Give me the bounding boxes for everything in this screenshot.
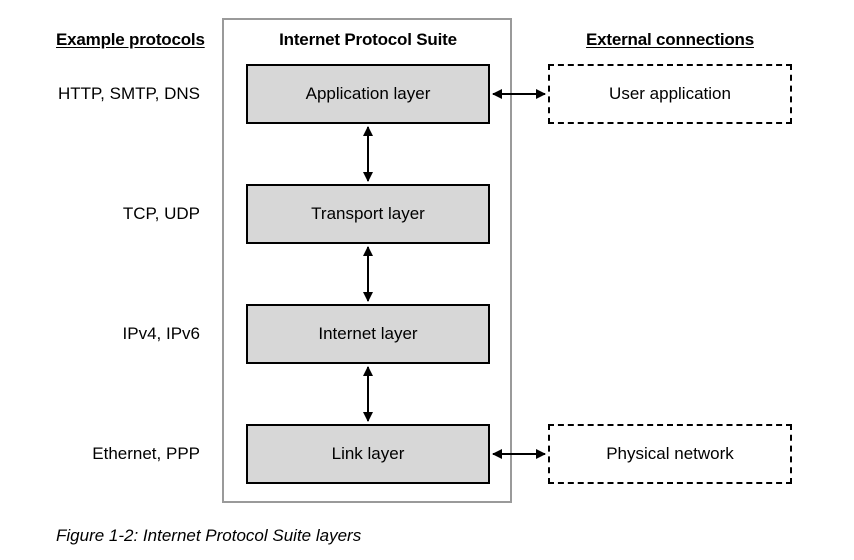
external-connections-heading: External connections — [586, 30, 754, 49]
link-layer-label: Link layer — [331, 444, 405, 463]
figure-caption: Figure 1-2: Internet Protocol Suite laye… — [56, 526, 362, 545]
application-layer-label: Application layer — [305, 84, 431, 103]
transport-layer-box: Transport layer — [246, 184, 490, 244]
transport-layer-label: Transport layer — [311, 204, 425, 223]
internet-protocols-text: IPv4, IPv6 — [122, 324, 200, 343]
example-protocols-heading: Example protocols — [56, 30, 205, 49]
protocol-suite-heading: Internet Protocol Suite — [279, 30, 457, 49]
internet-layer-label: Internet layer — [318, 324, 418, 343]
protocol-suite-container — [222, 18, 512, 503]
physical-network-label: Physical network — [606, 444, 734, 463]
user-application-box: User application — [548, 64, 792, 124]
internet-layer-box: Internet layer — [246, 304, 490, 364]
application-protocols-text: HTTP, SMTP, DNS — [57, 84, 200, 103]
link-protocols-text: Ethernet, PPP — [92, 444, 200, 463]
physical-network-box: Physical network — [548, 424, 792, 484]
application-layer-box: Application layer — [246, 64, 490, 124]
link-layer-box: Link layer — [246, 424, 490, 484]
user-application-label: User application — [609, 84, 731, 103]
transport-protocols-text: TCP, UDP — [122, 204, 200, 223]
